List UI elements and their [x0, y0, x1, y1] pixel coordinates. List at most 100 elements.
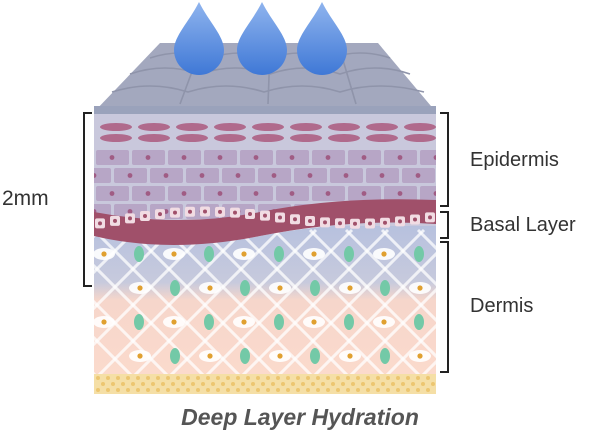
- fibroblast-nucleus: [311, 251, 317, 257]
- basal-nucleus: [98, 221, 102, 226]
- cell-nucleus: [397, 155, 403, 160]
- basal-nucleus: [158, 212, 162, 217]
- elastin-node: [380, 280, 390, 296]
- epidermis-flat-cell: [252, 134, 284, 142]
- cell-nucleus: [74, 155, 79, 160]
- fat-cell: [281, 382, 285, 386]
- basal-nucleus: [383, 220, 387, 225]
- fat-cell: [426, 388, 430, 392]
- fat-cell: [246, 388, 250, 392]
- fibroblast-nucleus: [207, 353, 213, 359]
- water-droplet-icon: [297, 2, 347, 75]
- fat-cell: [366, 388, 370, 392]
- elastin-node: [344, 246, 354, 262]
- fat-cell: [251, 382, 255, 386]
- fat-cell: [306, 376, 310, 380]
- fat-cell: [146, 376, 150, 380]
- cell-nucleus: [127, 173, 133, 178]
- fat-cell: [186, 388, 190, 392]
- fat-cell: [406, 376, 410, 380]
- epidermis-flat-cell: [404, 134, 436, 142]
- dermis-fiber-network: [0, 228, 530, 380]
- fat-cell: [296, 376, 300, 380]
- basal-nucleus: [188, 209, 192, 214]
- basal-nucleus: [263, 213, 267, 218]
- epidermis-cell: [60, 186, 93, 201]
- fat-cell: [206, 388, 210, 392]
- epidermis-flat-cell: [328, 123, 360, 131]
- fat-cell: [201, 382, 205, 386]
- fat-cell: [401, 382, 405, 386]
- fat-cell: [241, 382, 245, 386]
- fat-cell: [246, 376, 250, 380]
- fat-cell: [341, 382, 345, 386]
- fat-cell: [196, 388, 200, 392]
- cell-nucleus: [361, 191, 367, 196]
- elastin-node: [414, 314, 424, 330]
- elastin-node: [310, 348, 320, 364]
- collagen-fiber: [200, 228, 354, 374]
- fat-cell: [141, 382, 145, 386]
- epidermis-flat-cell: [366, 123, 398, 131]
- cell-nucleus: [433, 155, 436, 160]
- fat-cell: [196, 376, 200, 380]
- fibroblast-nucleus: [171, 319, 177, 325]
- fat-cell: [356, 376, 360, 380]
- fat-cell: [116, 388, 120, 392]
- fat-cell: [176, 376, 180, 380]
- fat-cell: [116, 376, 120, 380]
- fat-cell: [181, 382, 185, 386]
- epidermis-flat-cell: [214, 134, 246, 142]
- elastin-node: [170, 348, 180, 364]
- basal-nucleus: [338, 221, 342, 226]
- fat-cell: [306, 388, 310, 392]
- fibroblast-cell: [479, 282, 501, 294]
- cell-nucleus: [109, 155, 115, 160]
- cell-nucleus: [181, 191, 187, 196]
- fibroblast-nucleus: [311, 319, 317, 325]
- epidermis-flat-cell: [100, 134, 132, 142]
- cell-nucleus: [379, 173, 385, 178]
- epidermis-flat-cell: [214, 123, 246, 131]
- cell-nucleus: [361, 155, 367, 160]
- fibroblast-nucleus: [451, 319, 456, 324]
- fat-cell: [311, 382, 315, 386]
- collagen-fiber: [0, 230, 64, 380]
- fat-cell: [291, 382, 295, 386]
- collagen-fiber: [0, 230, 64, 380]
- fat-cell: [101, 382, 105, 386]
- fat-cell: [226, 388, 230, 392]
- collagen-fiber: [236, 228, 390, 374]
- fat-cell: [301, 382, 305, 386]
- cell-nucleus: [217, 155, 223, 160]
- elastin-node: [204, 314, 214, 330]
- dermis-bracket: [440, 241, 449, 373]
- fat-cell: [331, 382, 335, 386]
- epidermis-flat-cell: [290, 123, 322, 131]
- water-droplet-icon: [237, 2, 287, 75]
- epidermis-flat-cell: [138, 134, 170, 142]
- fat-cell: [186, 376, 190, 380]
- elastin-node: [520, 280, 530, 296]
- fibroblast-nucleus: [101, 319, 107, 325]
- fat-cell: [296, 388, 300, 392]
- cell-nucleus: [452, 173, 457, 178]
- fat-cell: [386, 376, 390, 380]
- basal-nucleus: [143, 214, 147, 219]
- cell-nucleus: [397, 191, 403, 196]
- fat-cell: [336, 388, 340, 392]
- epidermis-flat-cell: [404, 123, 436, 131]
- fat-cell: [176, 388, 180, 392]
- fibroblast-nucleus: [137, 353, 143, 359]
- basal-nucleus: [353, 221, 357, 226]
- basal-nucleus: [293, 217, 297, 222]
- basal-nucleus: [368, 221, 372, 226]
- collagen-fiber: [164, 228, 318, 374]
- fat-cell: [326, 376, 330, 380]
- fibroblast-nucleus: [381, 319, 387, 325]
- elastin-node: [450, 280, 460, 296]
- collagen-fiber: [344, 228, 436, 374]
- fibroblast-cell: [443, 316, 465, 328]
- fibroblast-nucleus: [417, 285, 423, 291]
- fibroblast-nucleus: [241, 319, 247, 325]
